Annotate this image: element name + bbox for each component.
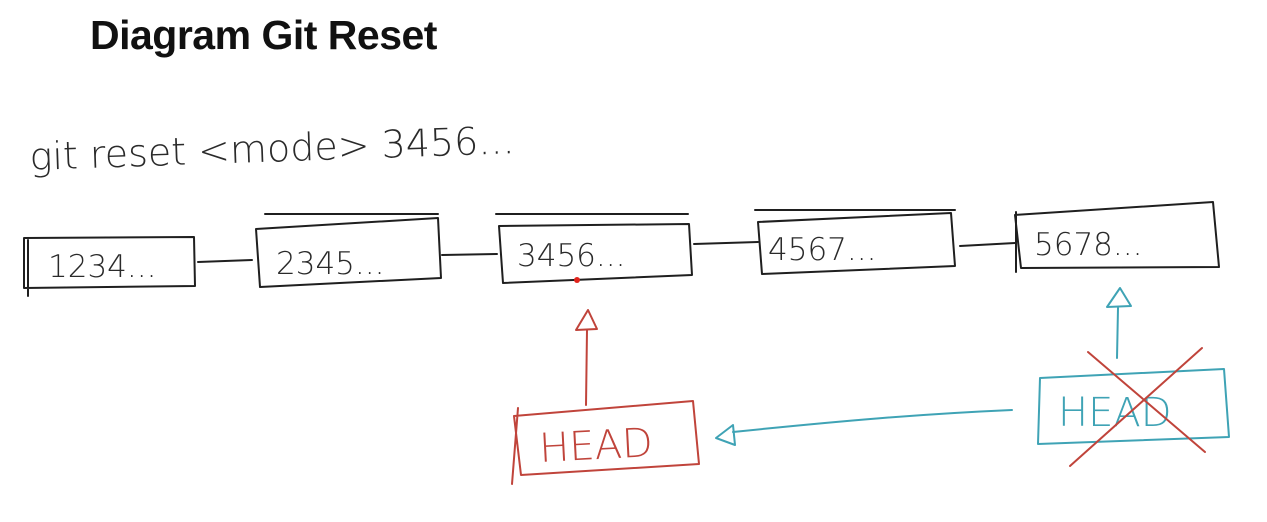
head-old-box: HEAD: [1037, 368, 1230, 445]
red-dot-marker: [574, 277, 580, 283]
commit-box: 3456...: [495, 213, 693, 284]
commit-box: 1234...: [23, 236, 196, 297]
head-new-box: HEAD: [511, 400, 700, 485]
commit-label: 1234...: [48, 249, 156, 285]
commit-box: 5678...: [1014, 201, 1220, 273]
commit-label: 4567...: [768, 232, 876, 268]
command-text: git reset <mode> 3456...: [29, 118, 515, 179]
head-new-label: HEAD: [538, 420, 654, 472]
commit-label: 2345...: [276, 246, 384, 282]
teal-head-arrow: [1106, 287, 1132, 359]
commit-box: 2345...: [255, 213, 442, 288]
head-old-label: HEAD: [1058, 390, 1172, 436]
commit-label: 3456...: [517, 238, 625, 274]
commit-box: 4567...: [754, 209, 956, 275]
head-move-arrow: [715, 409, 1013, 446]
commit-connectors: [197, 241, 1016, 263]
cross-out-mark: [1069, 347, 1206, 467]
page-title: Diagram Git Reset: [90, 12, 437, 58]
commit-label: 5678...: [1034, 227, 1142, 263]
red-head-arrow: [575, 309, 598, 406]
